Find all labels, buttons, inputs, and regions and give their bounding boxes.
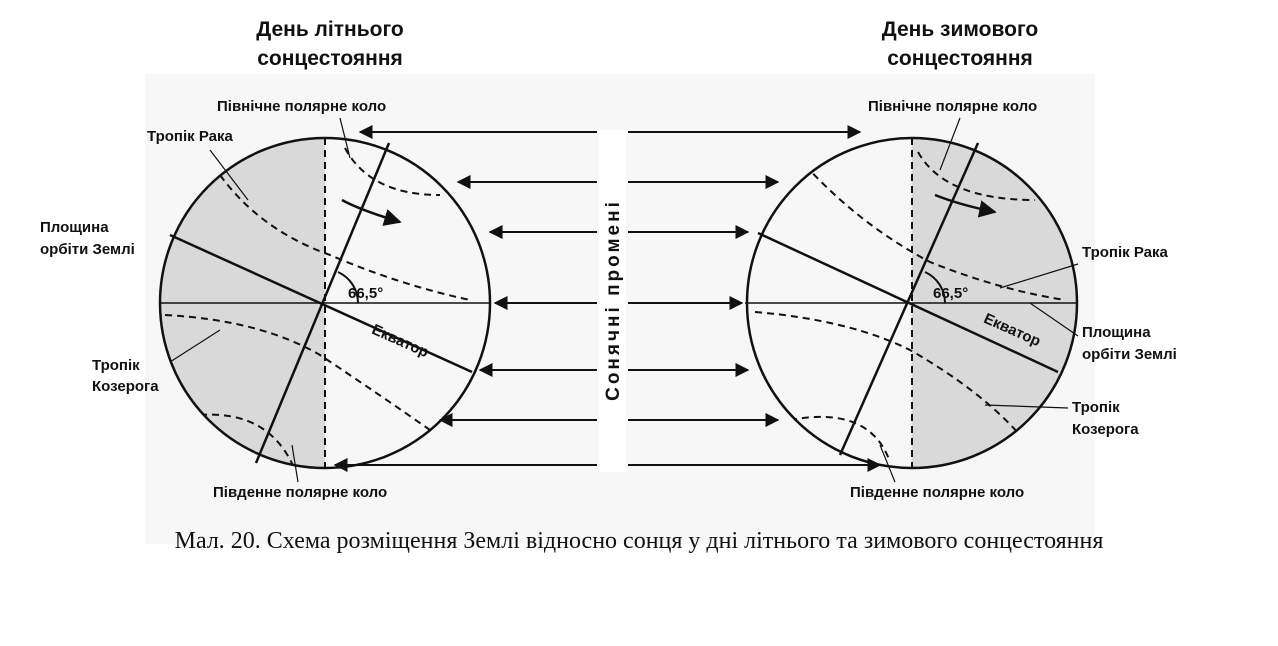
- sun-rays-label: Сонячні промені: [603, 199, 624, 401]
- title-right-line1: День зимового: [882, 18, 1039, 41]
- antarctic-circle-label-right: Південне полярне коло: [850, 484, 1024, 501]
- title-left-line2: сонцестояння: [257, 47, 403, 70]
- rotation-arrow-right: [934, 193, 997, 218]
- orbit-plane-leader-right: [1029, 302, 1079, 337]
- antarctic-leader-right: [879, 444, 896, 483]
- orbit-plane-label-left-1: Площина: [40, 219, 109, 236]
- globe-right: 66,5° Екватор: [745, 136, 1079, 470]
- title-left-line1: День літнього: [256, 18, 404, 41]
- arctic-leader-right: [939, 117, 961, 171]
- tropic-cancer-left: [219, 174, 471, 301]
- axis-left: [254, 142, 391, 464]
- parallels-left: [164, 147, 471, 468]
- tropic-cancer-leader-left: [209, 149, 249, 201]
- tropic-cancer-label-right: Тропік Рака: [1082, 244, 1168, 261]
- sun-rays-label-band: [599, 130, 626, 472]
- tropic-capricorn-label-left-1: Тропік: [92, 357, 140, 374]
- arctic-circle-label-left: Північне полярне коло: [217, 98, 386, 115]
- tropic-capricorn-label-right-1: Тропік: [1072, 399, 1120, 416]
- rotation-arrow-left: [341, 198, 402, 226]
- arctic-circle-left: [344, 147, 441, 196]
- tropic-capricorn-leader-right: [984, 404, 1069, 409]
- antarctic-circle-label-left: Південне полярне коло: [213, 484, 387, 501]
- angle-label-left: 66,5°: [348, 285, 383, 302]
- antarctic-leader-left: [291, 444, 299, 483]
- tropic-capricorn-left: [164, 314, 431, 431]
- tropic-capricorn-right: [754, 311, 1021, 436]
- sun-rays: [333, 125, 882, 472]
- night-side-right: [912, 138, 1077, 468]
- globe-left: 66,5° Екватор: [158, 136, 492, 470]
- antarctic-circle-left: [199, 413, 296, 468]
- tropic-cancer-leader-right: [999, 263, 1079, 289]
- figure-caption: Мал. 20. Схема розміщення Землі відносно…: [174, 528, 1104, 554]
- tropic-capricorn-label-right-2: Козерога: [1072, 421, 1139, 438]
- parallels-right: [754, 151, 1066, 463]
- orbit-plane-label-right-1: Площина: [1082, 324, 1151, 341]
- title-right-line2: сонцестояння: [887, 47, 1033, 70]
- orbit-plane-label-right-2: орбіти Землі: [1082, 346, 1177, 363]
- night-side-left: [160, 138, 325, 468]
- arctic-leader-left: [339, 117, 351, 159]
- tropic-cancer-label-left: Тропік Рака: [147, 128, 233, 145]
- antarctic-circle-right: [789, 416, 891, 463]
- angle-arc-right: [924, 271, 946, 304]
- arctic-circle-label-right: Північне полярне коло: [868, 98, 1037, 115]
- arctic-circle-right: [917, 151, 1036, 201]
- equator-label-left: Екватор: [369, 321, 431, 361]
- axis-right: [838, 142, 980, 456]
- angle-label-right: 66,5°: [933, 285, 968, 302]
- tropic-cancer-right: [804, 164, 1066, 301]
- tropic-capricorn-label-left-2: Козерога: [92, 378, 159, 395]
- tropic-capricorn-leader-left: [169, 329, 221, 363]
- angle-arc-left: [337, 271, 359, 304]
- orbit-plane-label-left-2: орбіти Землі: [40, 241, 135, 258]
